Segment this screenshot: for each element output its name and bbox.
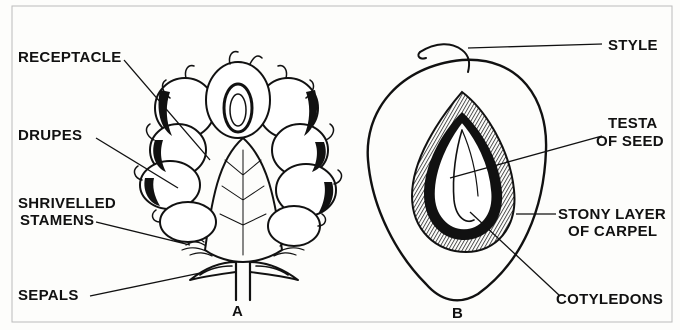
label-of-seed: OF SEED bbox=[596, 133, 664, 150]
caption-b: B bbox=[452, 305, 463, 322]
sepal-right bbox=[250, 262, 298, 280]
label-of-carpel: OF CARPEL bbox=[568, 223, 657, 240]
caption-a: A bbox=[232, 303, 243, 320]
leader-cotyledons bbox=[470, 212, 560, 296]
label-shrivelled: SHRIVELLED bbox=[18, 195, 116, 212]
leader-style bbox=[468, 44, 602, 48]
label-sepals: SEPALS bbox=[18, 287, 79, 304]
label-receptacle: RECEPTACLE bbox=[18, 49, 122, 66]
label-testa: TESTA bbox=[608, 115, 658, 132]
stalk bbox=[236, 262, 250, 300]
sepal-left bbox=[190, 262, 236, 280]
label-style: STYLE bbox=[608, 37, 658, 54]
label-stony-layer: STONY LAYER bbox=[558, 206, 666, 223]
receptacle-veins bbox=[220, 150, 266, 255]
figure-b-drawing bbox=[368, 44, 546, 300]
drupe bbox=[160, 202, 216, 242]
drupe bbox=[268, 206, 320, 246]
leader-sepals bbox=[90, 272, 205, 296]
label-cotyledons: COTYLEDONS bbox=[556, 291, 663, 308]
label-drupes: DRUPES bbox=[18, 127, 82, 144]
figure-a-drawing bbox=[135, 52, 342, 300]
label-stamens: STAMENS bbox=[20, 212, 94, 229]
